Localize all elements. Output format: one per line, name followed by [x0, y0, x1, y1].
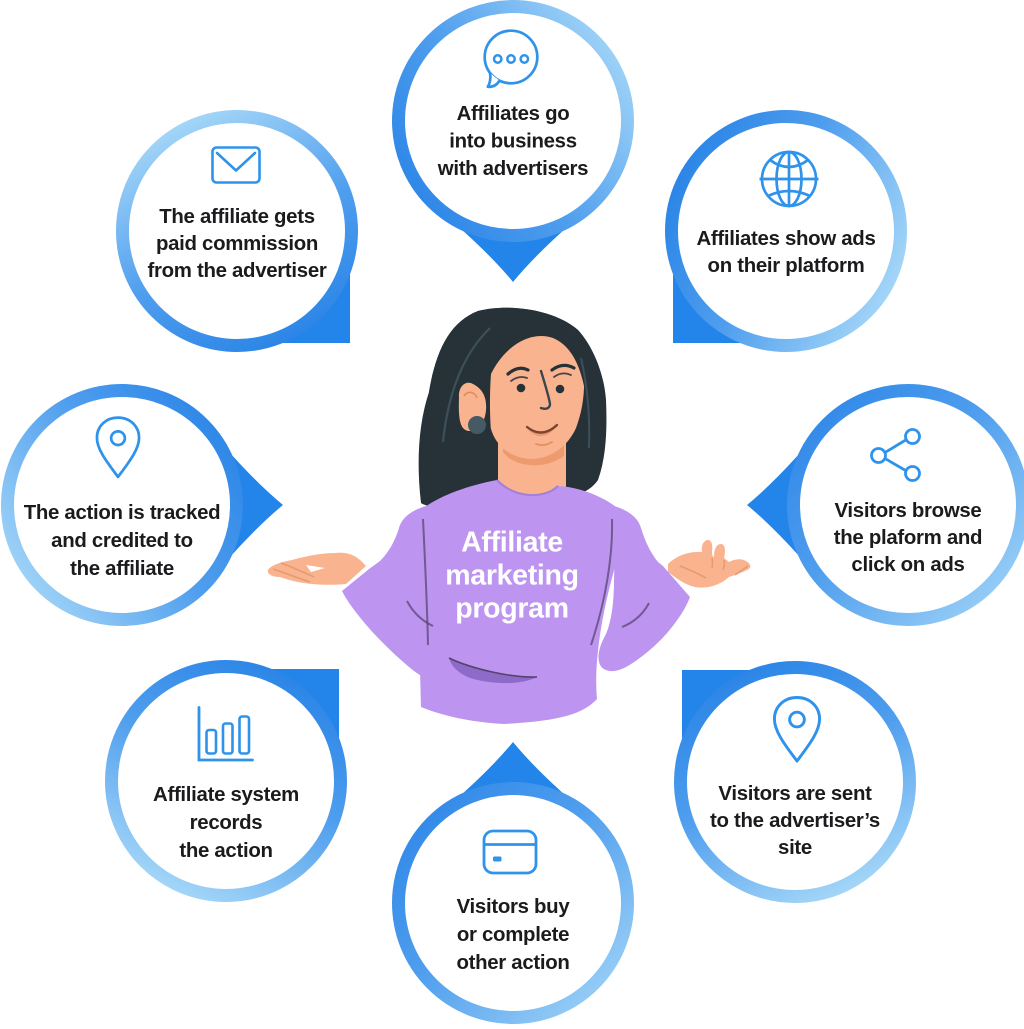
svg-text:or complete: or complete	[457, 924, 569, 946]
svg-text:and credited to: and credited to	[51, 530, 193, 552]
svg-text:The affiliate gets: The affiliate gets	[159, 206, 315, 228]
svg-text:the plaform and: the plaform and	[834, 527, 982, 549]
svg-text:Visitors are sent: Visitors are sent	[718, 783, 872, 805]
svg-text:to the advertiser’s: to the advertiser’s	[710, 810, 880, 832]
svg-text:Visitors browse: Visitors browse	[835, 500, 982, 522]
svg-text:program: program	[455, 593, 569, 625]
svg-text:the affiliate: the affiliate	[70, 558, 174, 580]
svg-text:Affiliate: Affiliate	[461, 527, 563, 559]
svg-text:Affiliates go: Affiliates go	[457, 103, 570, 125]
svg-text:paid commission: paid commission	[156, 233, 318, 255]
svg-text:marketing: marketing	[445, 560, 579, 592]
svg-text:other action: other action	[456, 952, 569, 974]
svg-text:The action is tracked: The action is tracked	[24, 502, 221, 524]
svg-text:the action: the action	[179, 840, 272, 862]
svg-text:Visitors buy: Visitors buy	[457, 896, 571, 918]
svg-text:into business: into business	[449, 131, 577, 153]
svg-text:with advertisers: with advertisers	[437, 158, 588, 180]
svg-text:records: records	[190, 812, 263, 834]
svg-text:site: site	[778, 837, 812, 859]
svg-text:from the advertiser: from the advertiser	[147, 260, 326, 282]
svg-text:Affiliates show ads: Affiliates show ads	[697, 228, 876, 250]
svg-text:Affiliate system: Affiliate system	[153, 784, 299, 806]
svg-text:click on ads: click on ads	[851, 554, 964, 576]
svg-text:on their platform: on their platform	[708, 255, 865, 277]
